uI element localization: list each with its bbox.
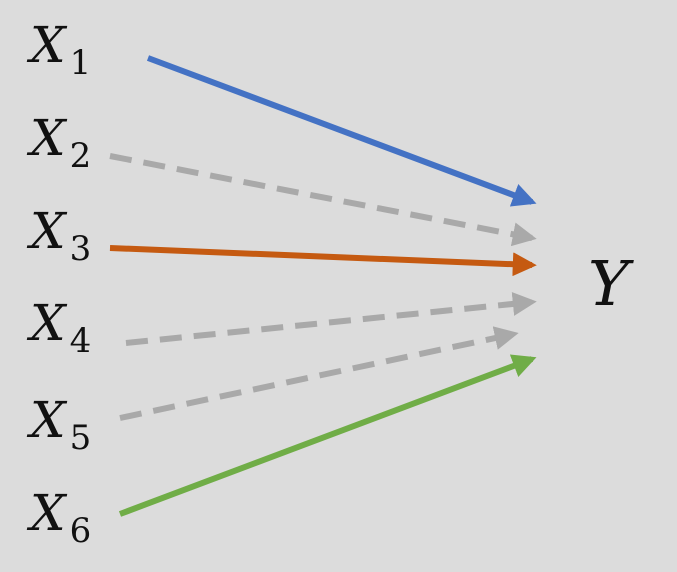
arrow-x2-to-y [109,153,537,247]
input-subscript: 3 [70,229,92,269]
arrow-x5-to-y [119,326,519,421]
arrow-x6-to-y [118,354,537,517]
input-letter: X [26,16,68,74]
input-letter: X [26,294,68,352]
arrow-x1-to-y [146,55,537,207]
input-letter: X [26,202,68,260]
arrows [109,55,537,517]
input-subscript: 5 [70,418,92,458]
input-letter: X [26,391,68,449]
input-letter: X [26,484,68,542]
arrow-x4-to-y [125,291,537,346]
target-label-y: Y [588,247,634,320]
input-subscript: 4 [70,321,92,361]
input-letter: X [26,109,68,167]
input-subscript: 2 [70,136,92,176]
arrow-x3-to-y [109,245,537,277]
input-subscript: 6 [70,511,92,551]
input-subscript: 1 [70,43,92,83]
